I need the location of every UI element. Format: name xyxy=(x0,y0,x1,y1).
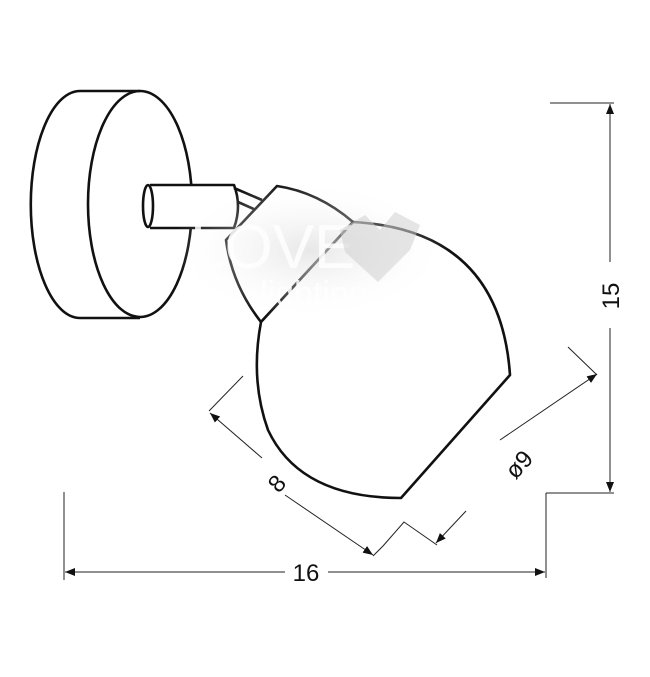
wall-plate-back-edge xyxy=(29,89,81,320)
watermark-brand-top: LOVE xyxy=(190,213,355,282)
shade-diameter-label: ø9 xyxy=(500,446,539,485)
width-dimension: 16 xyxy=(63,492,547,587)
shade-depth-label: 8 xyxy=(263,470,292,498)
watermark-logo: LOVE lighting xyxy=(170,180,450,320)
height-label: 15 xyxy=(598,283,625,310)
height-dimension: 15 xyxy=(546,102,625,494)
heart-logo-icon xyxy=(340,212,420,282)
width-label: 16 xyxy=(293,560,320,587)
watermark-brand-bottom: lighting xyxy=(260,275,368,313)
